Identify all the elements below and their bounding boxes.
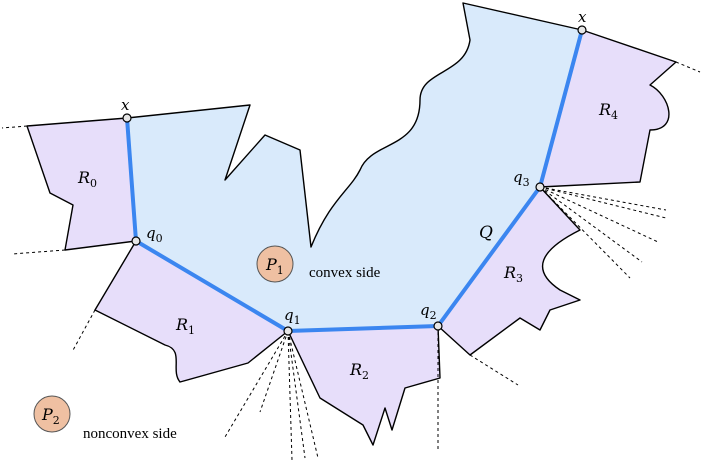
vertex-q0 [131, 236, 141, 246]
label-r2: R2 [349, 360, 369, 382]
label-r0: R0 [77, 168, 97, 190]
polygon-p1-region [126, 2, 583, 332]
label-x-left: x [121, 96, 130, 114]
vertex-q3 [535, 182, 545, 192]
vertex-x-left [122, 113, 132, 123]
region-r4 [539, 29, 677, 188]
chain-q [125, 28, 584, 333]
label-nonconvex-side: nonconvex side [83, 426, 177, 442]
label-q0: q0 [146, 224, 163, 245]
label-x-right: x [578, 8, 587, 26]
region-r2 [287, 325, 441, 446]
dashed-extensions [1, 61, 701, 461]
region-r3 [437, 186, 581, 356]
region-r1 [94, 240, 289, 383]
vertex-q2 [433, 321, 443, 331]
label-q2: q2 [420, 301, 437, 322]
disk-p2 [33, 395, 71, 433]
label-q1: q1 [284, 306, 301, 327]
label-convex-side: convex side [309, 265, 381, 281]
label-p2: P2 [41, 405, 60, 427]
label-p1: P1 [265, 255, 284, 277]
disk-p1 [256, 245, 294, 283]
label-chain-q: Q [479, 223, 493, 243]
vertex-q1 [283, 326, 293, 336]
vertex-x-right [577, 25, 587, 35]
label-r4: R4 [598, 100, 618, 122]
label-r3: R3 [503, 263, 523, 285]
label-q3: q3 [513, 168, 530, 189]
label-r1: R1 [175, 315, 195, 337]
